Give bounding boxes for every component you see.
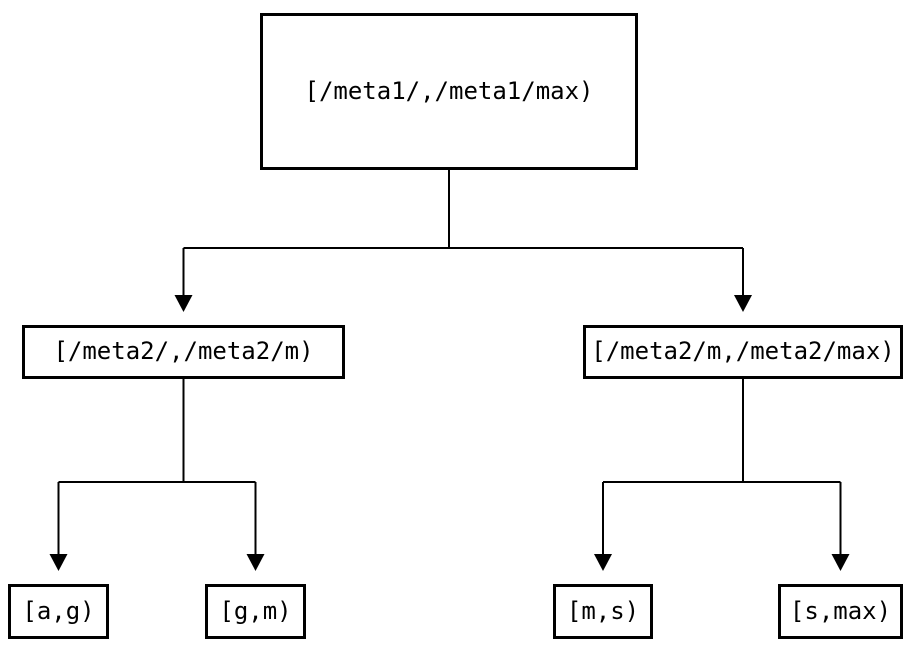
connector-lines [57, 170, 842, 555]
arrowhead-icon [49, 554, 68, 571]
arrowhead-icon [246, 554, 265, 571]
arrowhead-icon [831, 554, 850, 571]
node-label: [m,s) [566, 596, 640, 625]
node-label: [/meta2/m,/meta2/max) [591, 337, 895, 365]
tree-node-meta2-low: [/meta2/,/meta2/m) [22, 325, 345, 379]
node-label: [s,max) [789, 596, 892, 625]
tree-node-leaf-s-max: [s,max) [778, 584, 903, 639]
tree-node-meta2-high: [/meta2/m,/meta2/max) [583, 325, 903, 379]
tree-node-leaf-m-s: [m,s) [553, 584, 653, 639]
arrowhead-icon [734, 295, 752, 312]
node-label: [/meta1/,/meta1/max) [304, 76, 594, 105]
node-label: [a,g) [22, 596, 95, 625]
tree-node-leaf-g-m: [g,m) [205, 584, 306, 639]
node-label: [g,m) [219, 596, 292, 625]
tree-node-root: [/meta1/,/meta1/max) [260, 13, 638, 170]
arrowhead-icon [594, 554, 612, 571]
tree-node-leaf-a-g: [a,g) [8, 584, 109, 639]
node-label: [/meta2/,/meta2/m) [53, 337, 314, 365]
arrowhead-icon [174, 295, 193, 312]
